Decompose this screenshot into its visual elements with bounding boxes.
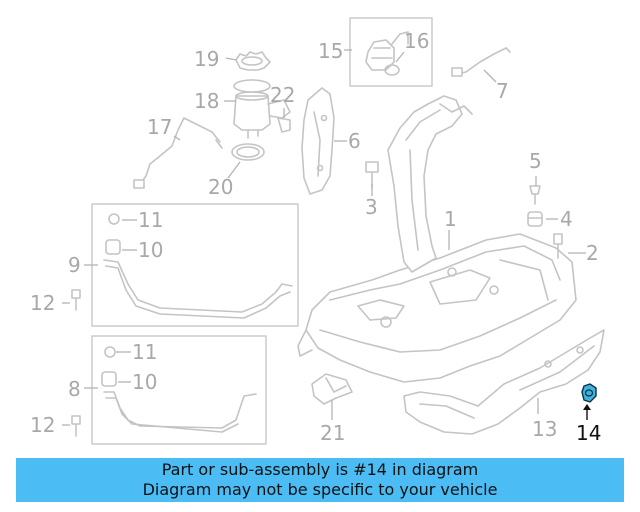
washer-11b bbox=[104, 346, 116, 358]
callout-11-lower: 11 bbox=[132, 340, 157, 364]
bolt-12b bbox=[71, 415, 81, 437]
bracket-22 bbox=[277, 117, 291, 133]
bolt-12a bbox=[71, 289, 81, 311]
callout-12-lower: 12 bbox=[30, 413, 55, 437]
callout-14[interactable]: 14 bbox=[576, 421, 601, 445]
breather-tube bbox=[451, 47, 511, 77]
filler-cap-group-box bbox=[349, 17, 433, 87]
callout-16: 16 bbox=[404, 29, 429, 53]
filler-neck-pipe bbox=[387, 95, 473, 273]
callout-10-upper: 10 bbox=[138, 238, 163, 262]
tank-shield-13 bbox=[403, 329, 605, 435]
bracket-21 bbox=[311, 373, 353, 405]
callout-6: 6 bbox=[348, 129, 361, 153]
tank-strap-9 bbox=[103, 259, 293, 319]
leader-lines bbox=[62, 49, 586, 426]
sensor-wire bbox=[133, 117, 223, 189]
callout-9: 9 bbox=[68, 253, 81, 277]
pump-gasket bbox=[231, 143, 265, 161]
cushion-4 bbox=[527, 211, 543, 227]
callout-18: 18 bbox=[194, 89, 219, 113]
heat-shield bbox=[301, 87, 335, 195]
callout-19: 19 bbox=[194, 47, 219, 71]
filler-cap bbox=[365, 31, 409, 76]
callout-17: 17 bbox=[147, 115, 172, 139]
lock-ring bbox=[235, 51, 271, 71]
callout-13: 13 bbox=[532, 417, 557, 441]
callout-10-lower: 10 bbox=[132, 370, 157, 394]
info-banner: Part or sub-assembly is #14 in diagram D… bbox=[16, 458, 624, 502]
callout-3: 3 bbox=[365, 195, 378, 219]
callout-15: 15 bbox=[318, 39, 343, 63]
callout-1: 1 bbox=[444, 207, 457, 231]
callout-4: 4 bbox=[560, 207, 573, 231]
banner-line-1: Part or sub-assembly is #14 in diagram bbox=[161, 460, 479, 479]
banner-line-2: Diagram may not be specific to your vehi… bbox=[142, 480, 498, 499]
bolt-2 bbox=[553, 233, 563, 259]
cushion-10a bbox=[105, 239, 121, 255]
tank-strap-8 bbox=[103, 391, 257, 433]
washer-11a bbox=[108, 213, 120, 225]
bolt-3 bbox=[365, 161, 379, 189]
callout-8: 8 bbox=[68, 377, 81, 401]
callout-12-upper: 12 bbox=[30, 291, 55, 315]
fuel-pump-module bbox=[233, 79, 291, 139]
callout-11-upper: 11 bbox=[138, 208, 163, 232]
bolt-5 bbox=[529, 185, 541, 205]
callout-2: 2 bbox=[586, 241, 599, 265]
callout-20: 20 bbox=[208, 175, 233, 199]
callout-22: 22 bbox=[270, 83, 295, 107]
fuel-tank bbox=[297, 233, 577, 383]
callout-labels: 1 2 3 4 5 6 7 8 9 10 11 10 11 12 12 13 1… bbox=[30, 29, 601, 445]
callout-21: 21 bbox=[320, 421, 345, 445]
parts-diagram: 1 2 3 4 5 6 7 8 9 10 11 10 11 12 12 13 1… bbox=[30, 17, 605, 445]
cushion-10b bbox=[101, 371, 117, 387]
part-14-highlighted[interactable] bbox=[581, 383, 597, 420]
tank-strap-group-8-box bbox=[91, 335, 267, 445]
callout-5: 5 bbox=[529, 149, 542, 173]
callout-7: 7 bbox=[496, 79, 509, 103]
